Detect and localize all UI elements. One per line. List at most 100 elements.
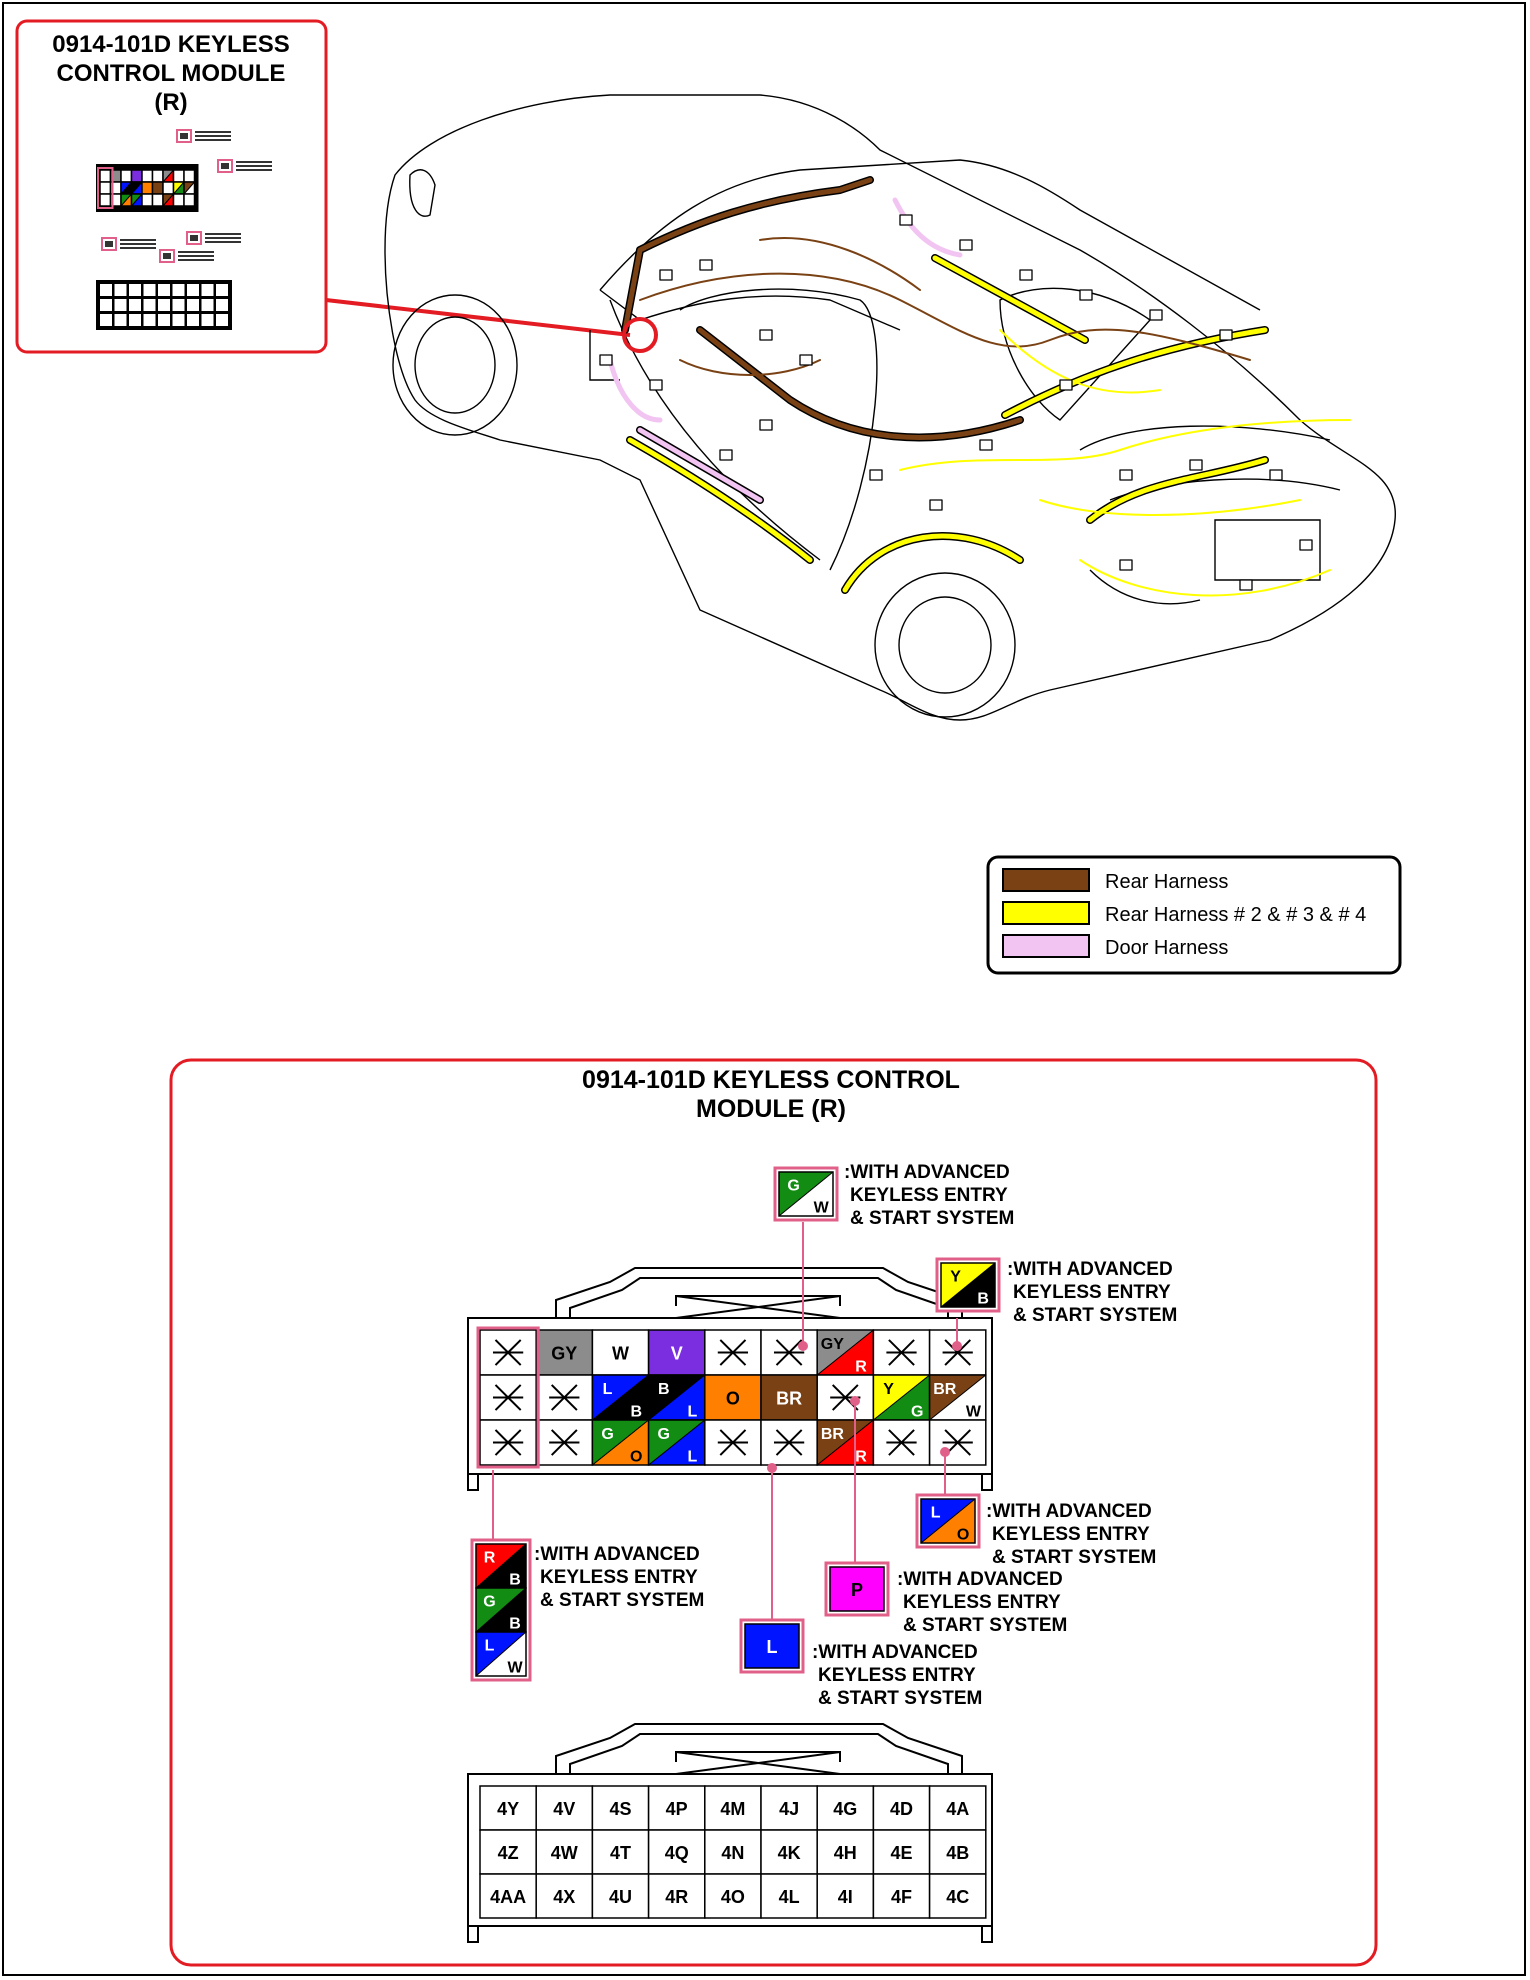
wire-cell bbox=[872, 1419, 931, 1466]
terminal-id: 4O bbox=[721, 1887, 745, 1907]
terminal-cell: 4G bbox=[816, 1785, 875, 1831]
detail-title-line-1: 0914-101D KEYLESS CONTROL bbox=[582, 1066, 960, 1094]
note-line-1: :WITH ADVANCED bbox=[1007, 1259, 1173, 1280]
car-illustration bbox=[384, 94, 1396, 721]
wire-cell: GO bbox=[591, 1419, 650, 1466]
terminal-cell: 4E bbox=[872, 1829, 931, 1875]
wire-cell bbox=[183, 193, 196, 207]
wire-stripe-code: L bbox=[688, 1403, 698, 1420]
wire-color-code: G bbox=[483, 1593, 495, 1610]
wire-stripe-code: B bbox=[509, 1571, 521, 1588]
terminal-cell: 4C bbox=[928, 1873, 987, 1919]
wire-cell bbox=[872, 1329, 931, 1376]
wire-cell bbox=[704, 1329, 762, 1376]
terminal-cell: 4T bbox=[591, 1829, 650, 1875]
wire-color-code: V bbox=[671, 1344, 683, 1364]
terminal-id: 4W bbox=[551, 1843, 578, 1863]
terminal-cell: 4R bbox=[647, 1873, 706, 1919]
detail-title-line-2: MODULE (R) bbox=[696, 1095, 846, 1123]
callout-wire-swatch: YB bbox=[935, 1257, 1001, 1313]
legend-swatch bbox=[1002, 868, 1090, 892]
wire-cell: L bbox=[744, 1623, 800, 1669]
wire-color-code: GY bbox=[821, 1336, 844, 1353]
wire-cell bbox=[183, 169, 196, 183]
terminal-cell: 4J bbox=[760, 1785, 818, 1831]
wire-color-code: R bbox=[484, 1549, 496, 1566]
wire-color-code: Y bbox=[950, 1268, 961, 1285]
wire-cell bbox=[162, 193, 175, 207]
no-wire-mark bbox=[942, 1339, 973, 1366]
callout-wire-swatch: P bbox=[824, 1561, 890, 1617]
no-wire-mark bbox=[717, 1339, 749, 1366]
terminal-id: 4P bbox=[666, 1799, 688, 1819]
terminal-id: 4X bbox=[553, 1887, 575, 1907]
wire-color-code: BR bbox=[821, 1426, 845, 1443]
wire-cell bbox=[141, 181, 154, 195]
wire-stripe-code: W bbox=[507, 1659, 523, 1676]
terminal-id: 4J bbox=[779, 1799, 799, 1819]
wire-cell: BL bbox=[647, 1374, 706, 1421]
legend-item-door-harness: Door Harness bbox=[1002, 934, 1228, 959]
terminal-cell: 4F bbox=[872, 1873, 931, 1919]
terminal-cell: 4V bbox=[535, 1785, 594, 1831]
wire-cell bbox=[99, 181, 112, 195]
wire-cell bbox=[130, 193, 143, 207]
terminal-id: 4V bbox=[553, 1799, 575, 1819]
legend-item-rear-harness: Rear Harness bbox=[1002, 868, 1228, 893]
wire-color-code: G bbox=[658, 1426, 670, 1443]
wire-color-code: BR bbox=[933, 1381, 957, 1398]
terminal-cell: 4P bbox=[647, 1785, 706, 1831]
terminal-id: 4AA bbox=[490, 1887, 526, 1907]
wire-color-code: Y bbox=[883, 1381, 894, 1398]
terminal-cell: 4Y bbox=[479, 1785, 537, 1831]
wire-color-code: L bbox=[767, 1637, 778, 1657]
terminal-cell: 4D bbox=[872, 1785, 931, 1831]
wire-stripe-code: B bbox=[509, 1615, 521, 1632]
wire-stripe-code: R bbox=[855, 1448, 867, 1465]
wire-cell: P bbox=[829, 1566, 885, 1612]
wire-cell: GB bbox=[475, 1587, 527, 1633]
note-line-1: :WITH ADVANCED bbox=[812, 1642, 978, 1663]
no-wire-mark bbox=[492, 1429, 524, 1456]
wire-cell bbox=[535, 1419, 594, 1466]
note-line-2: KEYLESS ENTRY bbox=[1013, 1282, 1171, 1303]
wire-cell bbox=[120, 193, 133, 207]
terminal-cell: 4S bbox=[591, 1785, 650, 1831]
wire-color-code: B bbox=[658, 1381, 670, 1398]
wire-color-code: W bbox=[612, 1344, 629, 1364]
wire-stripe-code: B bbox=[977, 1290, 989, 1307]
wire-cell: GL bbox=[647, 1419, 706, 1466]
terminal-cell: 4H bbox=[816, 1829, 875, 1875]
legend-label: Rear Harness # 2 & # 3 & # 4 bbox=[1105, 904, 1366, 926]
note-line-1: :WITH ADVANCED bbox=[534, 1544, 700, 1565]
terminal-id: 4I bbox=[838, 1887, 853, 1907]
terminal-cell: 4X bbox=[535, 1873, 594, 1919]
callout-note-lower-right: :WITH ADVANCED KEYLESS ENTRY & START SYS… bbox=[986, 1501, 1156, 1568]
terminal-id: 4K bbox=[778, 1843, 801, 1863]
wire-cell bbox=[141, 193, 154, 207]
terminal-cell: 4U bbox=[591, 1873, 650, 1919]
terminal-id: 4Y bbox=[497, 1799, 519, 1819]
wire-cell bbox=[130, 181, 143, 195]
terminal-cell: 4M bbox=[704, 1785, 762, 1831]
note-line-1: :WITH ADVANCED bbox=[986, 1501, 1152, 1522]
no-wire-mark bbox=[886, 1339, 917, 1366]
legend-label: Door Harness bbox=[1105, 937, 1228, 959]
wire-cell: RB bbox=[475, 1543, 527, 1589]
wire-cell bbox=[172, 193, 185, 207]
wire-cell: LB bbox=[591, 1374, 650, 1421]
wire-cell bbox=[172, 169, 185, 183]
wire-color-code: P bbox=[851, 1580, 863, 1600]
terminal-cell: 4K bbox=[760, 1829, 818, 1875]
note-line-3: & START SYSTEM bbox=[992, 1547, 1156, 1568]
inset-pointer-line bbox=[325, 298, 631, 337]
callout-note-pink: :WITH ADVANCED KEYLESS ENTRY & START SYS… bbox=[897, 1569, 1067, 1636]
wire-cell bbox=[151, 169, 164, 183]
wire-stripe-code: L bbox=[688, 1448, 698, 1465]
wire-stripe-code: O bbox=[957, 1526, 969, 1543]
wire-cell: V bbox=[647, 1329, 706, 1376]
wire-cell bbox=[479, 1329, 537, 1376]
